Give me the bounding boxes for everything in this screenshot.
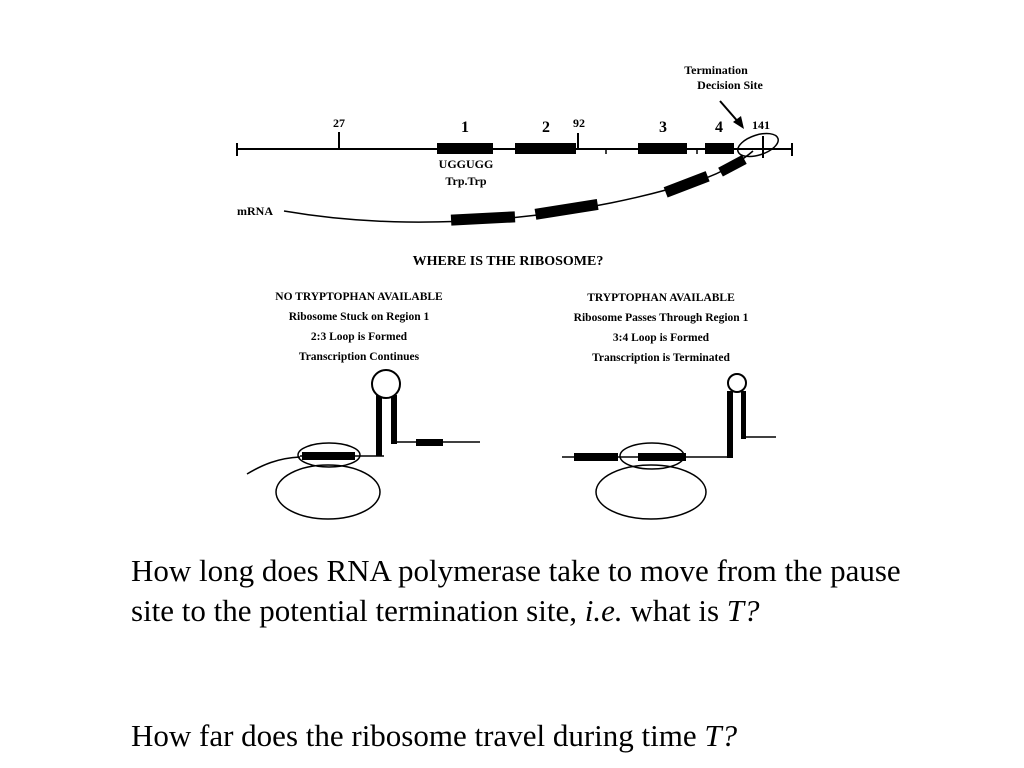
question-polymerase-time: How long does RNA polymerase take to mov… [131,551,931,631]
left-mrna-tail [246,456,301,475]
region-3-label: 3 [659,119,667,136]
left-hairpin-loop [371,369,401,399]
mrna-strand: mRNA [237,150,754,226]
dna-map [236,100,793,158]
polymerase-circle [737,132,779,158]
left-ribosome-large-subunit [275,464,381,520]
left-case-line-2: Ribosome Stuck on Region 1 [289,311,430,323]
left-stem-strand-a [376,395,382,456]
codon-aminoacid-label: Trp.Trp [445,174,487,188]
region-1-label: 1 [461,119,469,136]
q1-text-1: How long does RNA polymerase take to mov… [131,553,901,628]
left-scenario-drawing [246,369,480,520]
right-stem-strand-b [741,391,746,439]
question-ribosome-distance: How far does the ribosome travel during … [131,716,951,756]
q2-T: T? [704,718,738,753]
mrna-region-4 [718,155,747,177]
position-141-label: 141 [752,118,770,132]
mrna-region-2 [534,199,599,220]
region-2-bar [515,143,576,154]
left-region-4-bar [416,439,443,446]
position-27-label: 27 [333,116,345,130]
region-3-bar [638,143,687,154]
right-scenario-drawing [562,373,776,520]
left-case-line-4: Transcription Continues [299,351,420,363]
mrna-region-3 [663,171,710,198]
right-case-line-3: 3:4 Loop is Formed [613,332,710,344]
termination-label-1: Termination [684,63,748,77]
ribosome-question-title: WHERE IS THE RIBOSOME? [413,254,604,269]
mrna-region-1 [450,211,516,226]
right-hairpin-loop [727,373,747,393]
q1-text-2: what is [622,593,727,628]
mrna-label: mRNA [237,204,273,218]
region-2-label: 2 [542,119,550,136]
termination-label-2: Decision Site [697,78,763,92]
region-4-bar [705,143,734,154]
right-case-line-4: Transcription is Terminated [592,352,730,364]
termination-arrow-head [733,116,744,129]
q1-ie: i.e. [584,593,623,628]
right-ribosome-small-subunit [619,442,685,470]
left-region-1-bar [302,452,355,460]
left-ribosome-small-subunit [297,442,361,468]
left-case-line-1: NO TRYPTOPHAN AVAILABLE [275,291,443,303]
q2-text-1: How far does the ribosome travel during … [131,718,705,753]
attenuation-diagram: Termination Decision Site 27 92 141 1 2 … [236,63,793,520]
q1-T: T? [726,593,760,628]
right-ribosome-large-subunit [595,464,707,520]
left-case-line-3: 2:3 Loop is Formed [311,331,408,343]
region-1-bar [437,143,493,154]
position-92-label: 92 [573,116,585,130]
left-stem-strand-b [391,395,397,444]
right-case-line-2: Ribosome Passes Through Region 1 [574,312,749,324]
codon-sequence-label: UGGUGG [439,157,494,171]
region-4-label: 4 [715,119,723,136]
right-case-line-1: TRYPTOPHAN AVAILABLE [587,292,735,304]
right-stem-strand-a [727,391,733,458]
right-region-2-bar [638,453,686,461]
right-region-1-bar [574,453,618,461]
